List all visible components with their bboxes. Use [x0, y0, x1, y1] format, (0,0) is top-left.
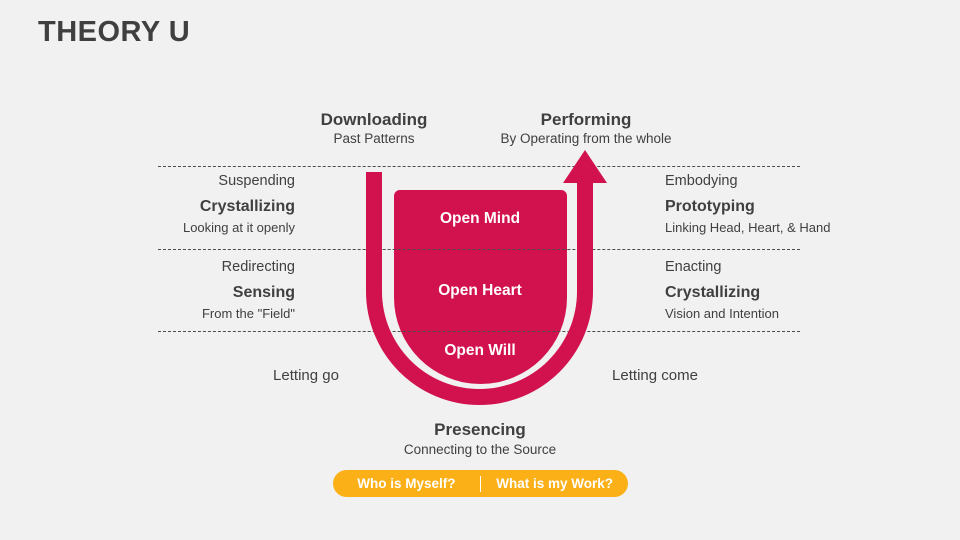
question-who-is-myself: Who is Myself?	[357, 476, 456, 491]
stage-prototyping: Prototyping	[665, 198, 755, 215]
level-line-1	[158, 166, 800, 167]
stage-enacting: Enacting	[665, 259, 722, 275]
stage-crystallizing-left-subtitle: Looking at it openly	[182, 220, 295, 235]
phase-performing: Performing By Operating from the whole	[500, 109, 671, 148]
phase-downloading-subtitle: Past Patterns	[333, 131, 415, 146]
phase-performing-subtitle: By Operating from the whole	[500, 131, 672, 146]
phase-downloading-title: Downloading	[320, 110, 428, 129]
left-row-2: Redirecting Sensing From the "Field"	[65, 258, 295, 322]
stage-crystallizing-right: Crystallizing	[665, 284, 761, 301]
u-level-open-heart: Open Heart	[438, 282, 522, 299]
question-what-is-my-work: What is my Work?	[496, 476, 614, 491]
pill-divider	[479, 475, 482, 492]
stage-crystallizing-right-subtitle: Vision and Intention	[665, 306, 779, 321]
label-letting-come: Letting come	[612, 367, 698, 384]
slide-title: THEORY U	[38, 16, 191, 48]
u-level-open-will: Open Will	[444, 342, 516, 359]
stage-embodying: Embodying	[665, 173, 738, 189]
question-pill: Who is Myself? What is my Work?	[333, 470, 628, 497]
stage-prototyping-subtitle: Linking Head, Heart, & Hand	[665, 220, 831, 235]
phase-performing-title: Performing	[540, 110, 632, 129]
phase-presencing-subtitle: Connecting to the Source	[403, 442, 557, 457]
stage-sensing: Sensing	[232, 284, 295, 301]
arrow-up-icon	[563, 150, 607, 183]
phase-downloading: Downloading Past Patterns	[321, 109, 428, 148]
stage-redirecting: Redirecting	[221, 259, 295, 275]
left-row-1: Suspending Crystallizing Looking at it o…	[65, 172, 295, 236]
phase-presencing-title: Presencing	[434, 420, 526, 439]
stage-sensing-subtitle: From the "Field"	[201, 306, 295, 321]
right-row-1: Embodying Prototyping Linking Head, Hear…	[665, 172, 895, 236]
right-row-2: Enacting Crystallizing Vision and Intent…	[665, 258, 895, 322]
label-letting-go: Letting go	[273, 367, 339, 384]
stage-crystallizing-left: Crystallizing	[199, 198, 295, 215]
u-level-open-mind: Open Mind	[439, 210, 521, 227]
stage-suspending: Suspending	[218, 173, 295, 189]
phase-presencing: Presencing Connecting to the Source	[404, 419, 556, 459]
